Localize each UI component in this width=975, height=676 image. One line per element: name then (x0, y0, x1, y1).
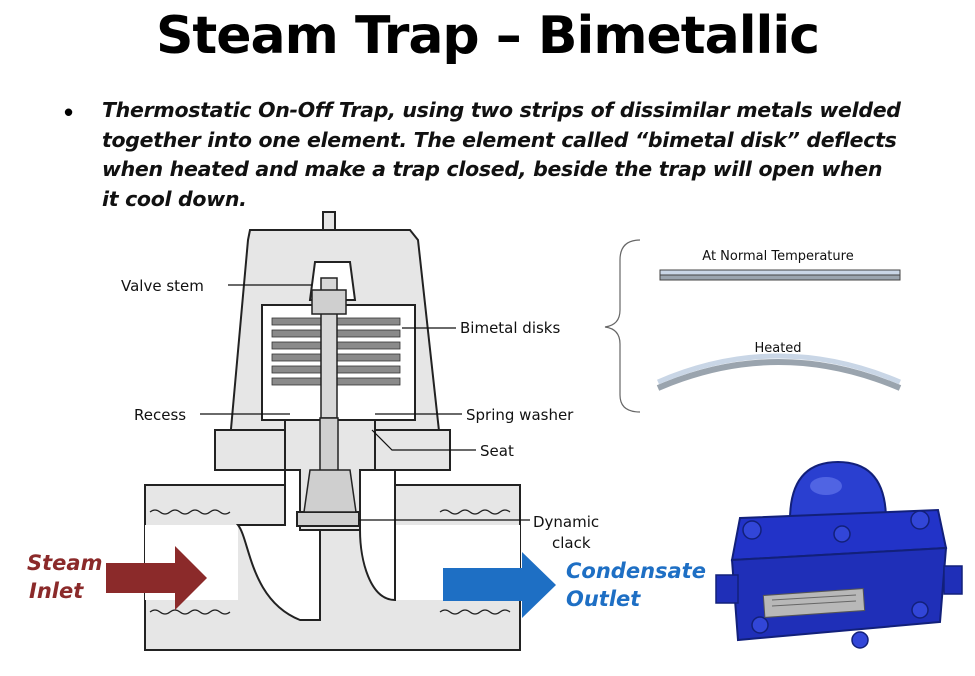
bullet-marker: • (64, 97, 74, 127)
steam-inlet-arrow (106, 546, 207, 610)
steam-inlet-label-line1: Steam (27, 551, 102, 575)
condensate-outlet-arrow (443, 552, 556, 618)
label-heated: Heated (754, 341, 801, 356)
strip-normal (659, 269, 901, 281)
label-valve-stem: Valve stem (121, 277, 204, 295)
condensate-outlet-label-line1: Condensate (566, 559, 706, 583)
condensate-outlet-label-line2: Outlet (566, 587, 641, 611)
label-bimetal-disks: Bimetal disks (460, 319, 560, 337)
label-seat: Seat (480, 442, 514, 460)
valve-stem (303, 277, 357, 513)
label-clack: clack (552, 534, 591, 552)
steam-inlet-label-line2: Inlet (29, 579, 84, 603)
steam-trap-photo (715, 460, 963, 649)
label-normal-temperature: At Normal Temperature (702, 249, 853, 264)
label-recess: Recess (134, 406, 186, 424)
state-brace (604, 239, 641, 413)
bullet-text: Thermostatic On-Off Trap, using two stri… (102, 98, 901, 211)
label-spring-washer: Spring washer (466, 406, 574, 424)
label-dynamic: Dynamic (533, 513, 599, 531)
leader-lines (200, 284, 530, 521)
page-title: Steam Trap – Bimetallic (155, 6, 820, 66)
strip-heated (656, 353, 902, 391)
